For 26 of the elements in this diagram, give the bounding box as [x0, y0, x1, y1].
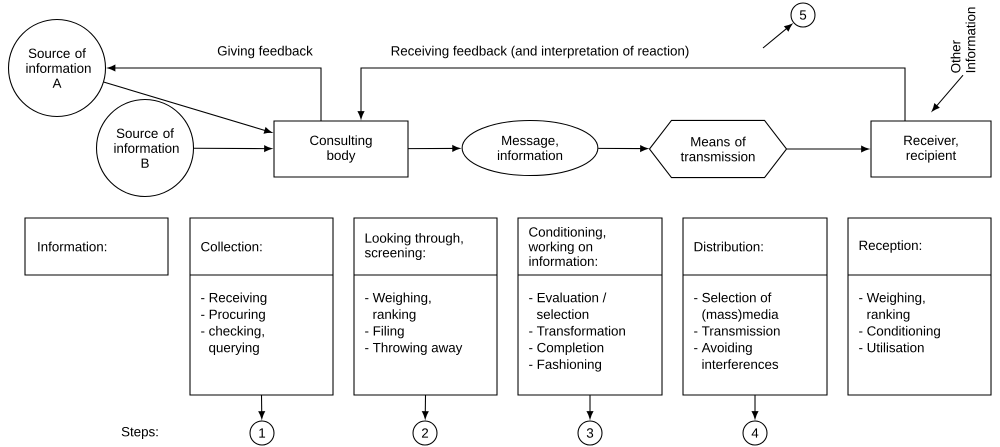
arrow: [586, 396, 594, 419]
edge-label: Receiving feedback (and interpretation of reaction): [392, 46, 688, 58]
side-note: Other Information: [950, 8, 976, 73]
arrow: [786, 146, 869, 152]
step-label: Steps:: [122, 426, 158, 440]
process-box: Consulting body: [273, 120, 409, 178]
arrow: [408, 145, 460, 152]
arrow: [422, 396, 429, 419]
step-box: Looking through, screening: - Weighing, ranking - Filing - Throwing away: [353, 217, 498, 396]
edge-label: Giving feedback: [218, 46, 313, 58]
category-box: Information:: [24, 217, 169, 276]
arrow: [194, 145, 272, 152]
arrow: [932, 74, 964, 112]
arrow: [358, 67, 906, 120]
step-box: Reception: - Weighing, ranking - Conditioning - Utilisation: [847, 217, 992, 396]
arrow: [762, 24, 792, 48]
step-box: Distribution: - Selection of (mass)media - Transmission - Avoiding interferences: [682, 217, 828, 396]
transmission-hexagon: Means of transmission: [648, 120, 788, 178]
arrow: [104, 82, 272, 134]
arrow: [752, 396, 758, 419]
step-box: Conditioning, working on information: - Evaluation / selection - Transformation - Completion - Fashioning: [517, 217, 663, 396]
arrow: [598, 145, 648, 152]
receiver-box: Receiver, recipient: [870, 120, 992, 178]
step-box: Collection: - Receiving - Procuring - checking, querying: [189, 217, 334, 396]
arrow: [258, 396, 265, 419]
arrow: [108, 64, 322, 120]
